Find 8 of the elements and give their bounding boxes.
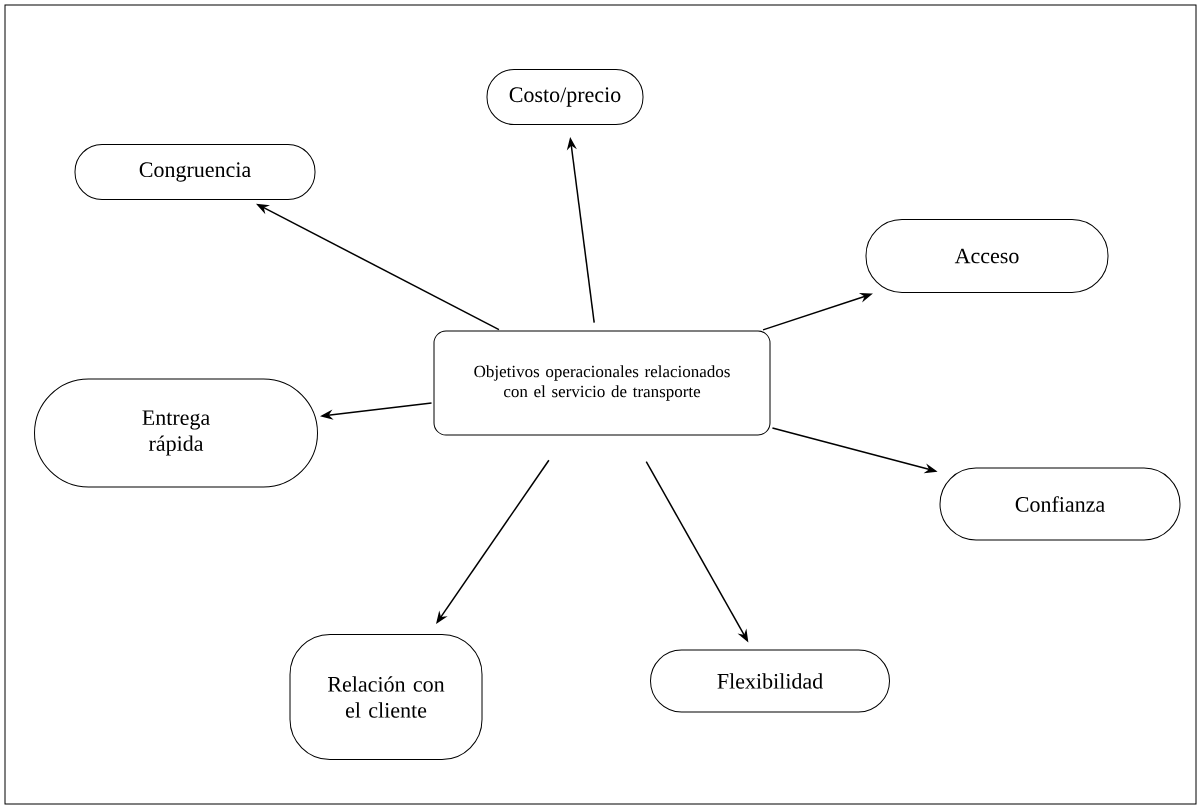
objective-box: Congruencia [74, 144, 316, 200]
objective-box: Flexibilidad [650, 649, 890, 713]
objective-box: Entrega rápida [34, 378, 318, 488]
objective-box: Costo/precio [486, 69, 644, 125]
objective-box: Relación con el cliente [289, 634, 483, 760]
center-box: Objetivos operacionales relacionados con el servicio de transporte [433, 330, 771, 436]
objective-box: Confianza [939, 467, 1181, 541]
objective-box: Acceso [865, 219, 1109, 293]
